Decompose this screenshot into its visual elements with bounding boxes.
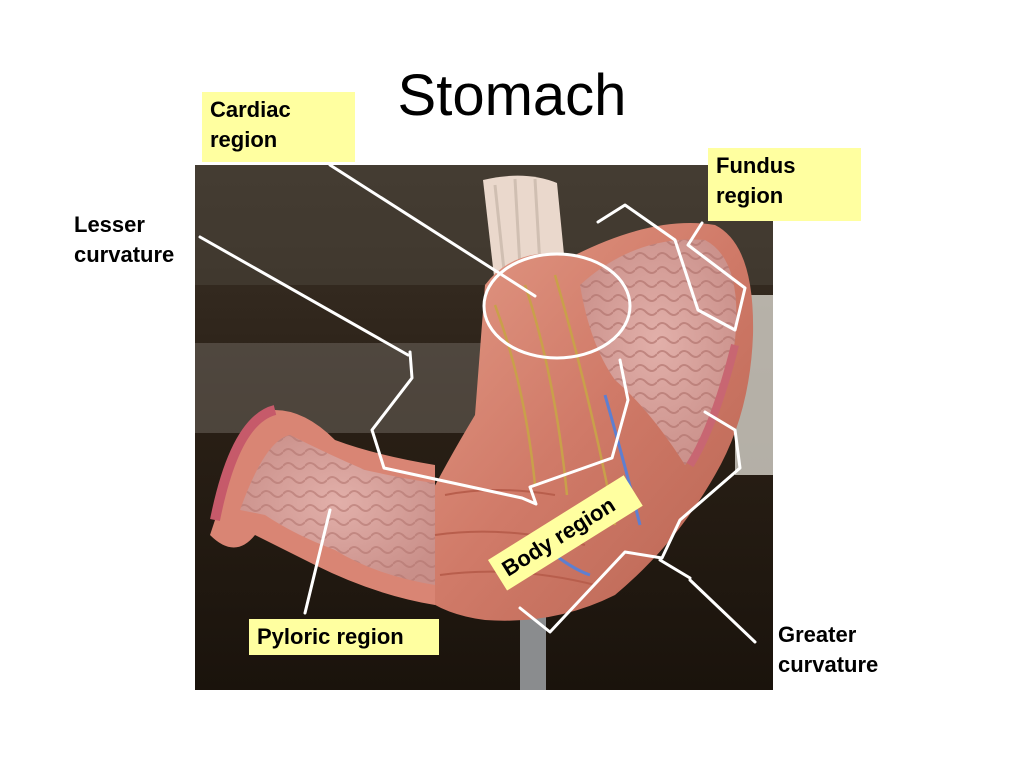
fundus-label-line2: region xyxy=(716,183,784,208)
greater-label-line2: curvature xyxy=(778,652,879,677)
slide-title: Stomach xyxy=(397,63,627,128)
lesser-label-line2: curvature xyxy=(74,242,175,267)
cardiac-region-label: Cardiac region xyxy=(202,92,355,162)
fundus-label-line1: Fundus xyxy=(716,153,796,178)
greater-curvature-label: Greater curvature xyxy=(778,620,878,680)
pyloric-region-label: Pyloric region xyxy=(249,619,439,655)
greater-label-line1: Greater xyxy=(778,622,857,647)
cardiac-label-line2: region xyxy=(210,127,278,152)
cardiac-label-line1: Cardiac xyxy=(210,97,291,122)
fundus-region-label: Fundus region xyxy=(708,148,861,221)
stomach-photo xyxy=(195,165,773,690)
lesser-label-line1: Lesser xyxy=(74,212,145,237)
lesser-curvature-label: Lesser curvature xyxy=(74,210,174,270)
